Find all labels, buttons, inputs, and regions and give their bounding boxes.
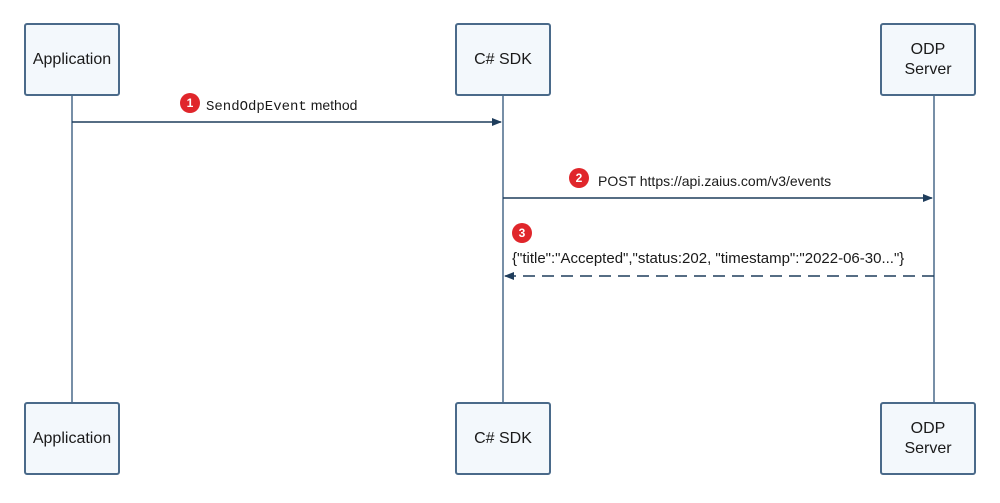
- actor-label: Application: [32, 429, 112, 447]
- step-badge-3: 3: [512, 223, 532, 243]
- actor-application-bottom: Application: [24, 402, 120, 475]
- actor-label: ODP Server: [904, 40, 952, 78]
- step-badge-2: 2: [569, 168, 589, 188]
- step-badge-1: 1: [180, 93, 200, 113]
- actor-application-top: Application: [24, 23, 120, 96]
- message-3-label: {"title":"Accepted","status:202, "timest…: [512, 250, 905, 267]
- actor-label: C# SDK: [474, 50, 532, 68]
- actor-odp-server-bottom: ODP Server: [880, 402, 976, 475]
- actor-label: ODP Server: [904, 419, 952, 457]
- actor-csharp-sdk-bottom: C# SDK: [455, 402, 551, 475]
- message-1-label: SendOdpEvent method: [206, 97, 357, 115]
- actor-label: C# SDK: [474, 429, 532, 447]
- actor-label: Application: [32, 50, 112, 68]
- message-1-text: method: [306, 97, 358, 113]
- message-1-code: SendOdpEvent: [206, 99, 307, 115]
- message-2-label: POST https://api.zaius.com/v3/events: [598, 173, 832, 189]
- actor-csharp-sdk-top: C# SDK: [455, 23, 551, 96]
- actor-odp-server-top: ODP Server: [880, 23, 976, 96]
